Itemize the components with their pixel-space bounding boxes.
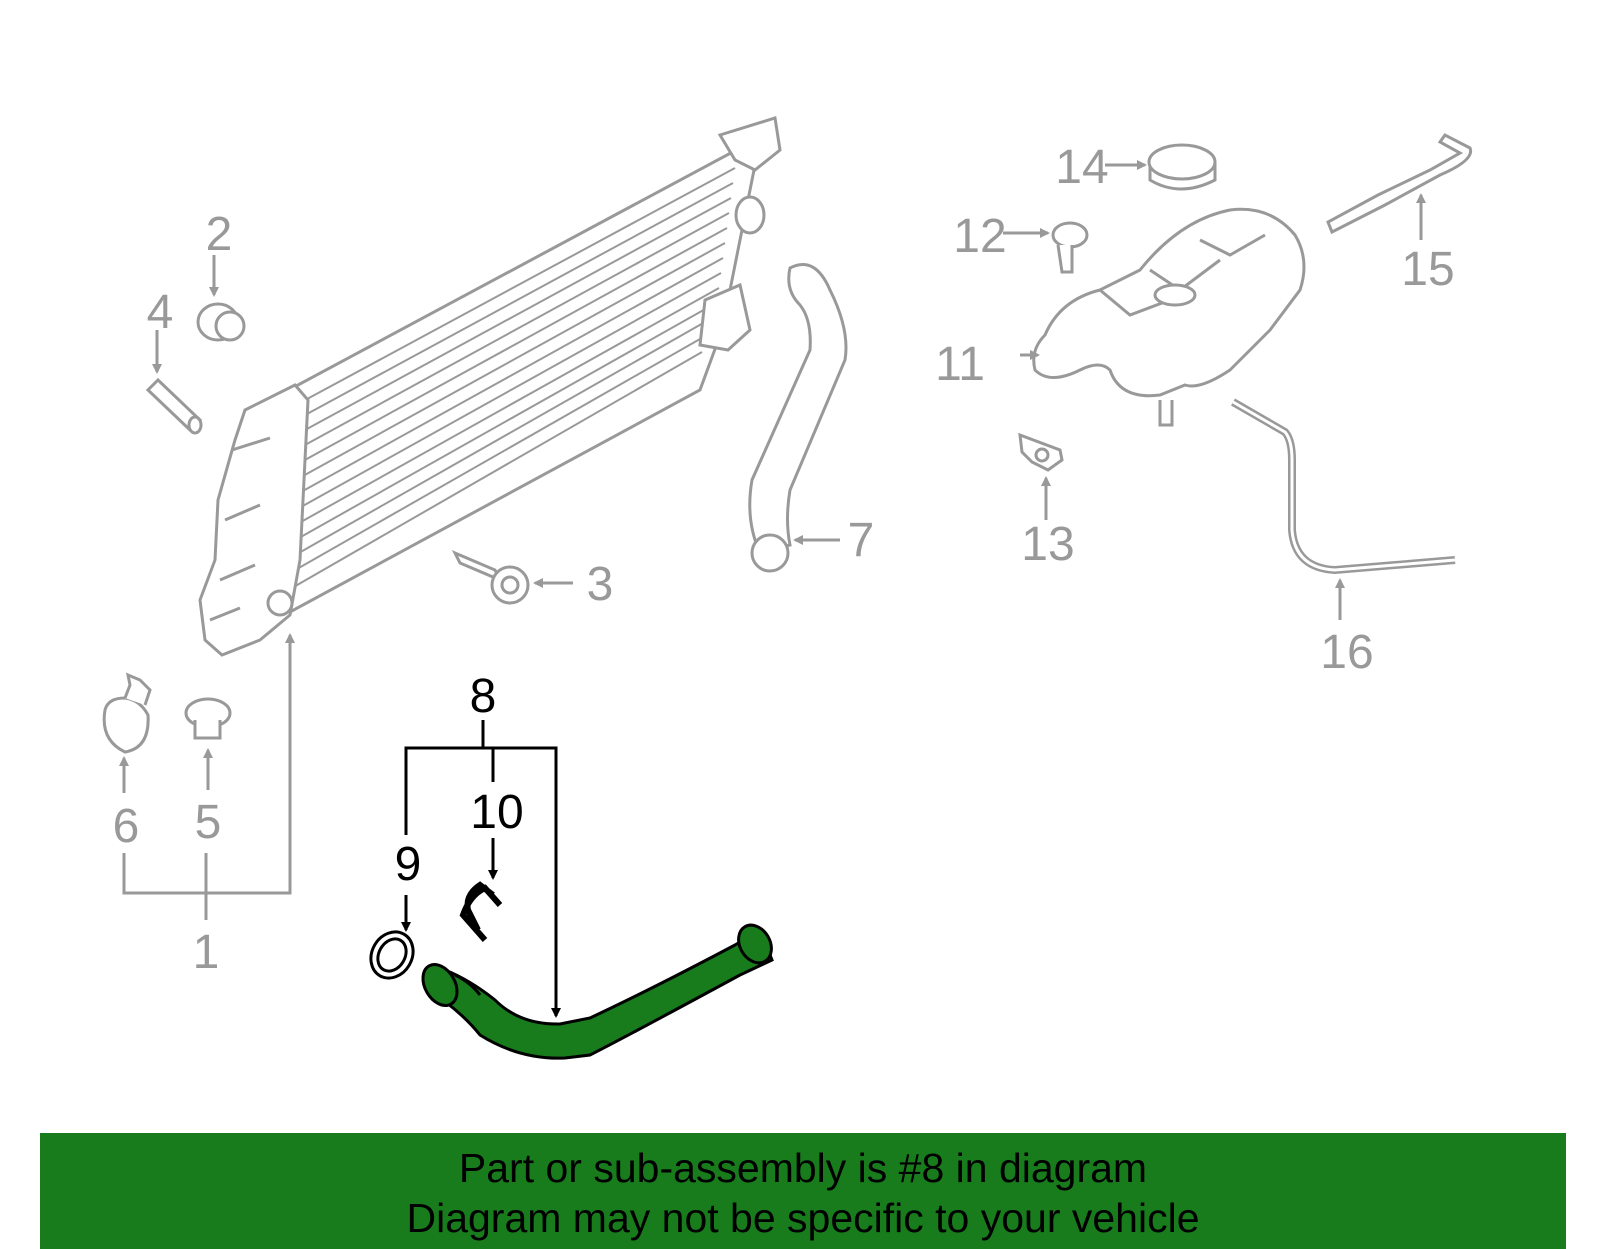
part-9-o-ring (369, 930, 415, 980)
part-11-reservoir (1032, 207, 1306, 427)
part-13-nut (1018, 432, 1064, 472)
callout-7: 7 (848, 514, 875, 567)
part-5-grommet (184, 697, 232, 740)
banner-line-1: Part or sub-assembly is #8 in diagram (458, 1145, 1148, 1191)
part-6-mount (102, 672, 152, 754)
callout-2: 2 (206, 208, 233, 261)
callout-14: 14 (1055, 141, 1108, 194)
callout-4: 4 (147, 286, 174, 339)
part-14-cap (1147, 143, 1217, 191)
callout-10: 10 (470, 786, 523, 839)
callout-1: 1 (193, 926, 220, 979)
part-15-hose (1326, 133, 1473, 235)
radiator (198, 116, 782, 657)
part-16-hose (1231, 398, 1456, 575)
callout-16: 16 (1320, 626, 1373, 679)
part-8-hose-assembly (421, 923, 774, 1060)
callout-3: 3 (587, 558, 614, 611)
part-10-clip (459, 881, 503, 942)
callout-5: 5 (195, 796, 222, 849)
part-4-pin (145, 377, 203, 435)
callout-8: 8 (470, 670, 497, 723)
info-banner: Part or sub-assembly is #8 in diagram Di… (40, 1133, 1566, 1249)
part-7-hose (748, 263, 848, 573)
part-2-bushing (196, 302, 246, 342)
callout-6: 6 (113, 800, 140, 853)
callout-12: 12 (953, 210, 1006, 263)
callout-13: 13 (1021, 518, 1074, 571)
part-3-bolt (451, 550, 530, 605)
banner-line-2: Diagram may not be specific to your vehi… (406, 1195, 1200, 1241)
callout-11: 11 (935, 338, 985, 391)
part-12-bolt (1051, 221, 1089, 274)
callout-9: 9 (395, 838, 422, 891)
bracket-8 (404, 720, 561, 1018)
callout-15: 15 (1401, 243, 1454, 296)
